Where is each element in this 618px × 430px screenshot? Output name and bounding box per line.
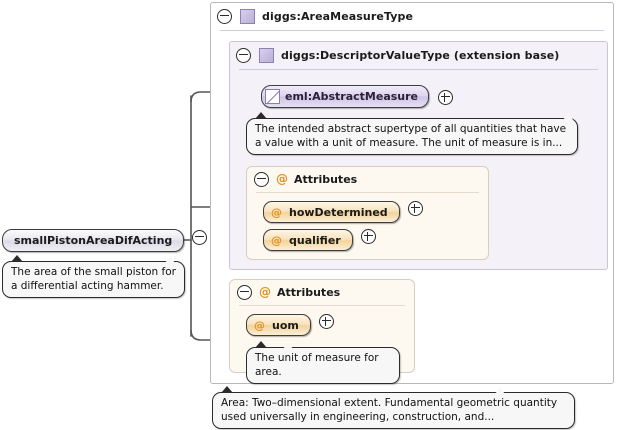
- type-container-header[interactable]: diggs:AreaMeasureType: [211, 3, 613, 29]
- abstract-element-label: eml:AbstractMeasure: [285, 90, 419, 103]
- type-documentation-bubble: Area: Two–dimensional extent. Fundamenta…: [212, 386, 575, 429]
- extension-base-collapse-icon[interactable]: [236, 47, 251, 63]
- attribute-expand-icon[interactable]: [361, 229, 377, 244]
- root-element-pill[interactable]: smallPistonAreaDifActing: [2, 229, 185, 252]
- attributes-group-2: @ Attributes @ uom The unit of measure f…: [229, 279, 415, 384]
- extension-base-title: diggs:DescriptorValueType (extension bas…: [281, 48, 560, 62]
- attribute-at-icon: @: [271, 205, 282, 219]
- uom-documentation-text: The unit of measure for area.: [255, 352, 379, 378]
- root-element-collapse-icon[interactable]: [191, 229, 207, 245]
- abstract-element-documentation-bubble: The intended abstract supertype of all q…: [246, 112, 578, 155]
- attribute-at-icon: @: [259, 285, 271, 299]
- attributes-group-1-header[interactable]: @ Attributes: [247, 167, 488, 191]
- attribute-label: howDetermined: [289, 205, 388, 219]
- root-element-label: smallPistonAreaDifActing: [14, 234, 173, 247]
- attribute-at-icon: @: [276, 172, 288, 186]
- attribute-expand-icon[interactable]: [319, 314, 335, 329]
- attributes-group-1: @ Attributes @ howDetermined @ qualifier: [246, 166, 489, 260]
- attribute-label: qualifier: [289, 233, 341, 247]
- attributes-group-1-title: Attributes: [294, 172, 358, 186]
- extension-base-header[interactable]: diggs:DescriptorValueType (extension bas…: [230, 42, 607, 68]
- abstract-element-pill[interactable]: eml:AbstractMeasure: [261, 85, 430, 108]
- attributes-group-2-header[interactable]: @ Attributes: [230, 280, 414, 304]
- abstract-element-expand-icon[interactable]: [437, 89, 453, 105]
- attribute-pill[interactable]: @ uom: [246, 314, 311, 336]
- attribute-node-qualifier[interactable]: @ qualifier: [263, 229, 377, 251]
- attribute-pill[interactable]: @ qualifier: [263, 229, 353, 251]
- type-documentation-text: Area: Two–dimensional extent. Fundamenta…: [221, 397, 558, 423]
- attribute-node-uom[interactable]: @ uom: [246, 314, 335, 336]
- type-collapse-icon[interactable]: [217, 8, 232, 24]
- root-element-documentation-bubble: The area of the small piston for a diffe…: [2, 255, 185, 298]
- type-container-area-measure-type: diggs:AreaMeasureType diggs:DescriptorVa…: [210, 2, 614, 384]
- extension-base-container: diggs:DescriptorValueType (extension bas…: [229, 41, 608, 270]
- extension-base-header-divider: [239, 69, 598, 70]
- attributes-group-1-divider: [256, 192, 479, 193]
- attributes-group-2-collapse-icon[interactable]: [237, 284, 252, 300]
- attribute-node-howdetermined[interactable]: @ howDetermined: [263, 201, 424, 223]
- type-header-divider: [220, 30, 604, 31]
- attribute-at-icon: @: [271, 233, 282, 247]
- abstract-element-documentation-text: The intended abstract supertype of all q…: [255, 123, 567, 149]
- abstract-element-node[interactable]: eml:AbstractMeasure: [261, 85, 453, 109]
- uom-documentation-bubble: The unit of measure for area.: [246, 341, 400, 384]
- attributes-group-2-divider: [239, 305, 405, 306]
- attribute-expand-icon[interactable]: [408, 201, 424, 216]
- attribute-at-icon: @: [254, 318, 265, 332]
- root-element-documentation-text: The area of the small piston for a diffe…: [11, 266, 176, 292]
- root-element-node[interactable]: smallPistonAreaDifActing: [2, 229, 207, 252]
- attribute-pill[interactable]: @ howDetermined: [263, 201, 400, 223]
- abstract-element-icon: [265, 89, 280, 104]
- complex-type-icon: [240, 8, 255, 24]
- attributes-group-1-collapse-icon[interactable]: [254, 171, 269, 187]
- attributes-group-2-title: Attributes: [277, 285, 341, 299]
- complex-type-icon: [259, 47, 274, 63]
- type-title: diggs:AreaMeasureType: [262, 9, 414, 23]
- attribute-label: uom: [272, 318, 299, 332]
